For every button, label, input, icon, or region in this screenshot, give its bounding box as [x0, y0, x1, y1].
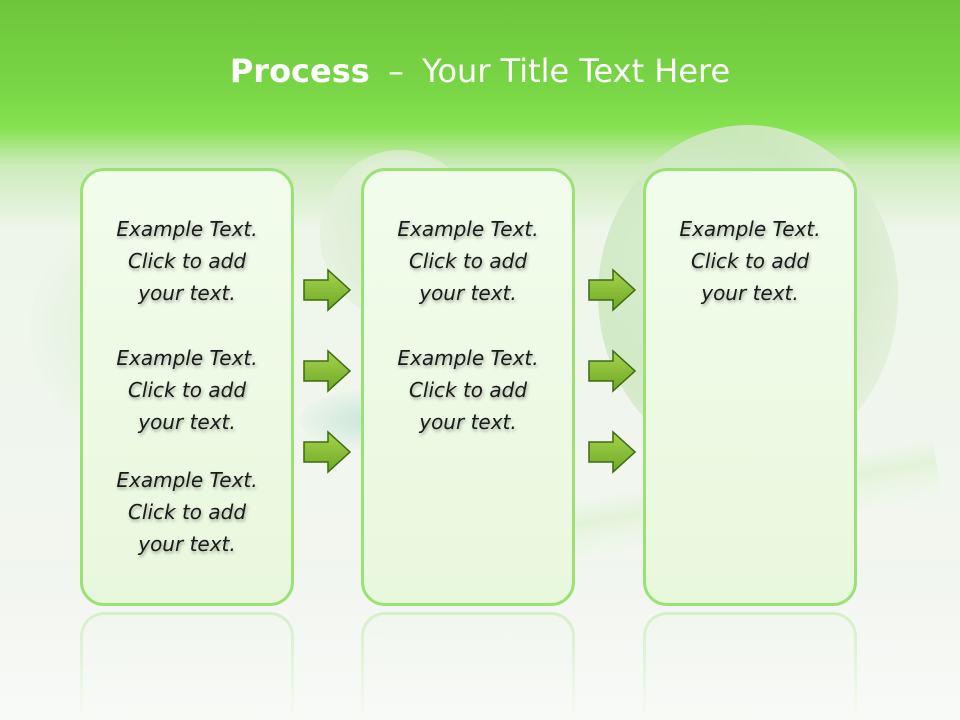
- text-line: Click to add: [127, 378, 247, 402]
- text-line: Click to add: [127, 500, 247, 524]
- process-box-1: Example Text. Click to add your text. Ex…: [80, 168, 294, 606]
- right-arrow-icon: [303, 349, 352, 393]
- text-placeholder[interactable]: Example Text. Click to add your text.: [83, 342, 291, 438]
- right-arrow-icon: [303, 268, 352, 312]
- text-line: your text.: [138, 532, 236, 556]
- title-bold-text: Process: [229, 52, 370, 90]
- text-line: Example Text.: [397, 346, 539, 370]
- text-line: your text.: [701, 281, 799, 305]
- text-line: Example Text.: [679, 217, 821, 241]
- text-line: Click to add: [690, 249, 810, 273]
- text-line: your text.: [138, 281, 236, 305]
- right-arrow-icon: [588, 268, 637, 312]
- text-placeholder[interactable]: Example Text. Click to add your text.: [646, 213, 854, 309]
- box-reflection: [80, 612, 294, 720]
- text-placeholder[interactable]: Example Text. Click to add your text.: [83, 464, 291, 560]
- right-arrow-icon: [303, 430, 352, 474]
- process-box-2: Example Text. Click to add your text. Ex…: [361, 168, 575, 606]
- text-line: your text.: [419, 281, 517, 305]
- process-box-3: Example Text. Click to add your text.: [643, 168, 857, 606]
- right-arrow-icon: [588, 349, 637, 393]
- text-line: Example Text.: [116, 468, 258, 492]
- text-line: your text.: [138, 410, 236, 434]
- text-placeholder[interactable]: Example Text. Click to add your text.: [364, 342, 572, 438]
- text-line: Example Text.: [116, 346, 258, 370]
- text-line: Click to add: [408, 378, 528, 402]
- slide-title[interactable]: Process – Your Title Text Here: [0, 52, 960, 90]
- text-line: your text.: [419, 410, 517, 434]
- text-line: Click to add: [408, 249, 528, 273]
- text-placeholder[interactable]: Example Text. Click to add your text.: [364, 213, 572, 309]
- title-separator: –: [387, 52, 404, 90]
- box-reflection: [643, 612, 857, 720]
- title-rest-text: Your Title Text Here: [422, 52, 731, 90]
- text-line: Click to add: [127, 249, 247, 273]
- text-line: Example Text.: [116, 217, 258, 241]
- box-reflection: [361, 612, 575, 720]
- right-arrow-icon: [588, 430, 637, 474]
- text-line: Example Text.: [397, 217, 539, 241]
- text-placeholder[interactable]: Example Text. Click to add your text.: [83, 213, 291, 309]
